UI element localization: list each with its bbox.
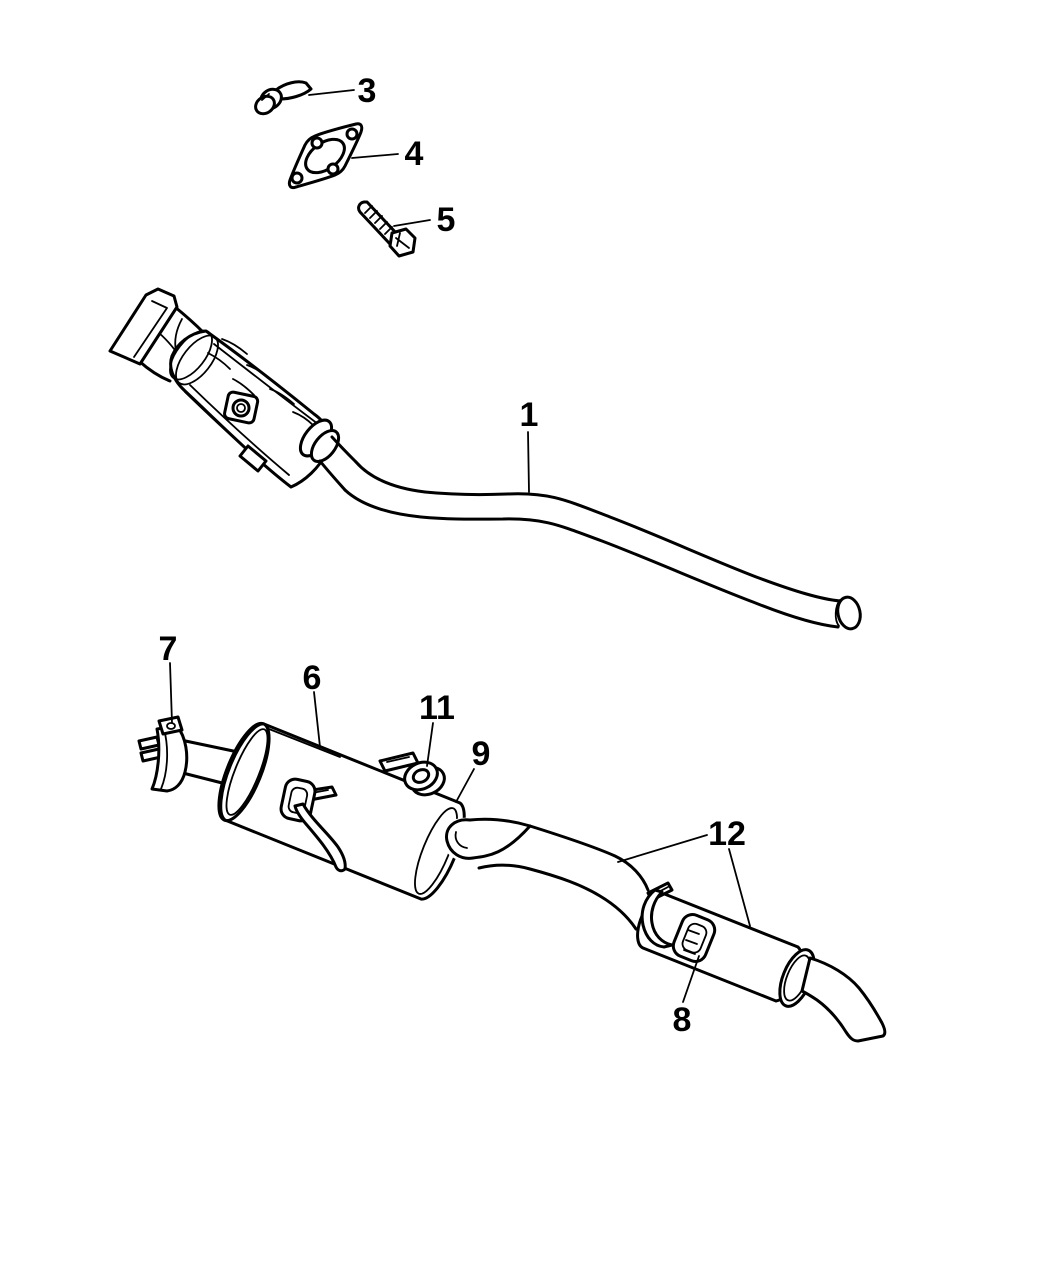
leader-line-1 <box>527 431 530 493</box>
part-muffler-assembly <box>137 715 659 931</box>
callout-11: 11 <box>419 689 455 727</box>
part-muffler-outlet-pipe <box>441 817 659 931</box>
callout-numbers: 3 4 5 1 7 6 11 9 12 8 <box>159 72 746 1039</box>
callout-4: 4 <box>405 135 424 173</box>
part-muffler-body <box>217 721 466 901</box>
callout-12: 12 <box>708 815 746 853</box>
leader-lines <box>169 89 751 1003</box>
leader-line-4 <box>351 153 399 159</box>
part-flange-bolt <box>357 200 417 258</box>
callout-8: 8 <box>673 1001 692 1039</box>
part-hanger-bracket <box>254 80 313 116</box>
part-flange-gasket <box>287 122 364 190</box>
leader-line-7 <box>169 662 173 724</box>
part-muffler-hanger-strap <box>279 777 347 873</box>
callout-7: 7 <box>159 630 178 668</box>
part-outlet-clamp <box>378 751 446 797</box>
part-tailpipe-hanger-insulator <box>671 913 717 963</box>
leader-line-12b <box>728 848 751 927</box>
leader-line-5 <box>393 219 431 227</box>
callout-9: 9 <box>472 735 491 773</box>
part-tailpipe-clamp <box>640 881 674 949</box>
leader-line-6 <box>313 691 321 748</box>
part-front-band-clamp <box>137 715 189 793</box>
callout-5: 5 <box>437 201 456 239</box>
part-catalytic-converter-front-pipe <box>108 287 862 631</box>
callout-6: 6 <box>303 659 322 697</box>
part-tailpipe-resonator <box>636 881 887 1043</box>
leader-line-8 <box>682 955 700 1003</box>
callout-3: 3 <box>358 72 377 110</box>
leader-line-9 <box>455 768 475 803</box>
leader-line-3 <box>308 89 355 96</box>
leader-line-11 <box>426 722 434 767</box>
callout-1: 1 <box>520 396 539 434</box>
leader-line-12a <box>617 834 708 863</box>
